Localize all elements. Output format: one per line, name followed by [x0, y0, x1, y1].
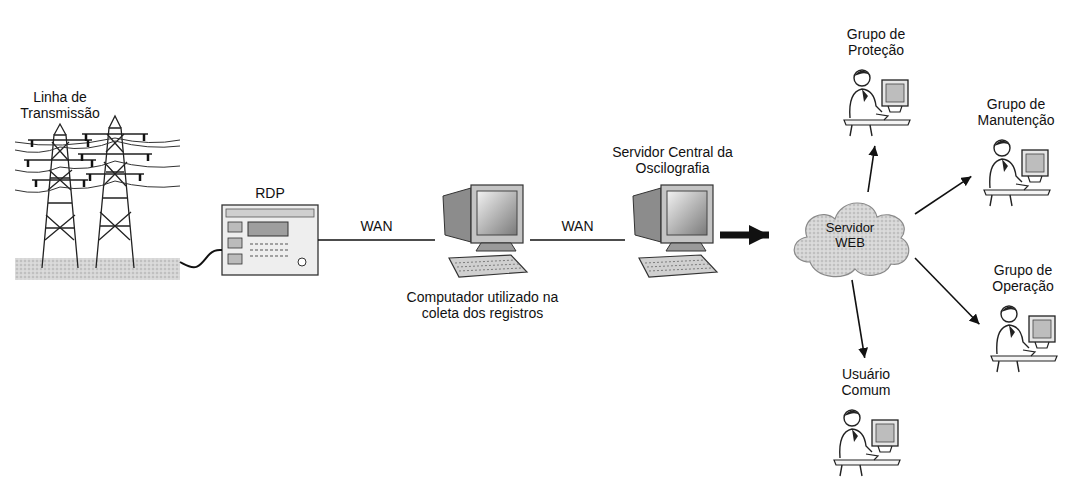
- flow-arrow: [868, 146, 875, 192]
- node-label: Grupo de Operação: [981, 262, 1065, 294]
- link-label: WAN: [558, 218, 596, 234]
- user-group: Grupo de Proteção: [838, 26, 914, 138]
- conductors: [15, 138, 180, 192]
- user-figure: [844, 70, 910, 136]
- user-figure: [984, 140, 1050, 206]
- link-label: WAN: [357, 218, 395, 234]
- node-label: Grupo de Manutenção: [970, 96, 1062, 128]
- user-group: Grupo de Manutenção: [978, 96, 1054, 208]
- node-label: Computador utilizado na coleta dos regis…: [400, 289, 565, 321]
- flow-arrow: [915, 176, 971, 214]
- collector-computer: [443, 185, 527, 277]
- tower: [24, 124, 96, 268]
- central-server: Servidor Central da Oscilografia: [625, 144, 720, 285]
- wan-link: [180, 250, 222, 267]
- wan-link: [530, 239, 625, 241]
- thick-arrow: [720, 232, 769, 239]
- flow-arrow: [852, 280, 865, 358]
- web-server-cloud: Servidor WEB: [785, 192, 915, 280]
- tower: [78, 116, 152, 268]
- node-label: Servidor Central da Oscilografia: [610, 144, 735, 176]
- ground: [15, 258, 180, 280]
- node-label: Usuário Comum: [824, 366, 908, 398]
- user-group: Usuário Comum: [828, 366, 904, 478]
- wan-link: [318, 239, 435, 241]
- rdp-device: [222, 205, 318, 275]
- node-label: Linha de Transmissão: [15, 89, 105, 121]
- transmission-line: Linha de Transmissão: [15, 89, 180, 275]
- server-computer: [633, 185, 717, 277]
- rdp-recorder: RDP: [222, 185, 318, 275]
- node-label: Servidor WEB: [810, 221, 890, 251]
- node-label: RDP: [240, 185, 300, 201]
- collector-computer: Computador utilizado na coleta dos regis…: [435, 180, 530, 321]
- user-figure: [991, 306, 1057, 372]
- user-group: Grupo de Operação: [985, 262, 1061, 374]
- node-label: Grupo de Proteção: [834, 26, 918, 58]
- insulators: [28, 134, 148, 187]
- cloud-shape: [794, 203, 909, 277]
- user-figure: [834, 410, 900, 476]
- flow-arrow: [915, 258, 979, 324]
